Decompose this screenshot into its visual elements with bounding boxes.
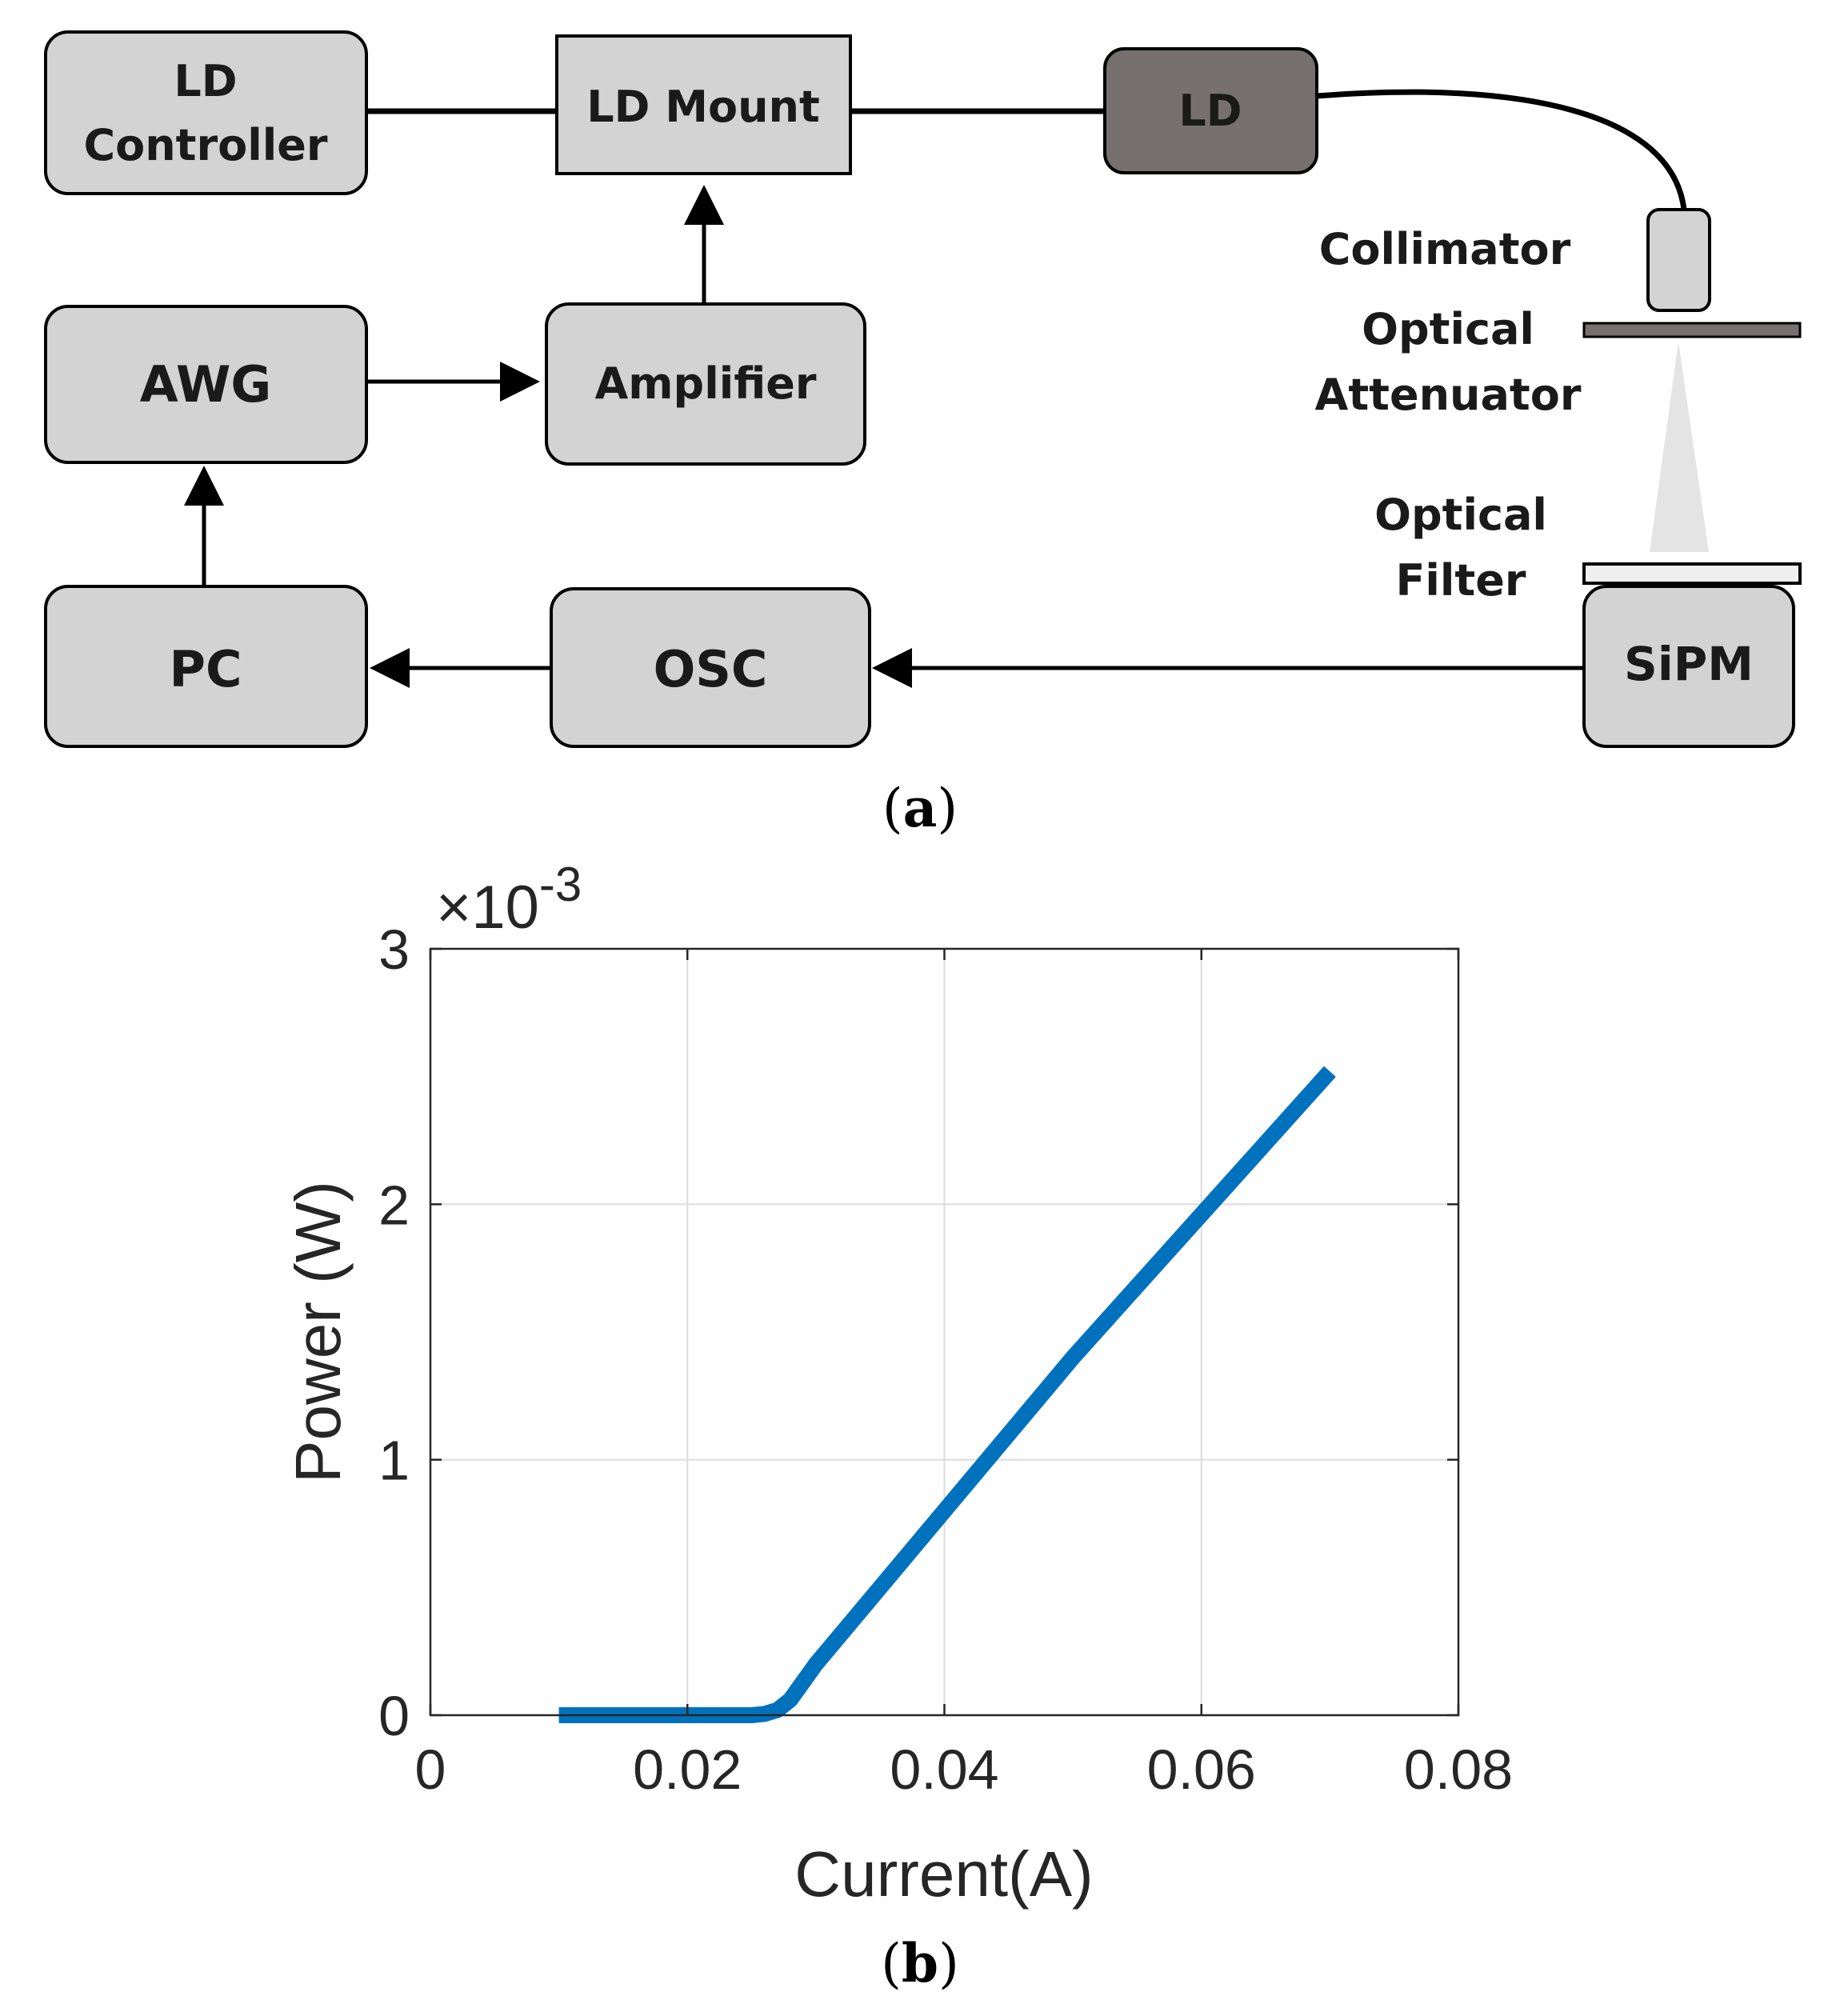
x-tick-label: 0.08 xyxy=(1404,1738,1513,1801)
caption-a: (a) xyxy=(882,777,958,839)
pc-box: PC xyxy=(44,585,368,748)
osc-box: OSC xyxy=(550,587,871,748)
x-tick-label: 0.04 xyxy=(890,1738,998,1801)
sipm-label: SiPM xyxy=(1624,637,1754,691)
tick-labels: 0 0.02 0.04 0.06 0.08 0 1 2 3 xyxy=(378,918,1513,1801)
ld-controller-label-line2: Controller xyxy=(84,120,328,170)
optical-filter-label-line1: Optical xyxy=(1374,490,1547,540)
ld-mount-box: LD Mount xyxy=(555,34,852,175)
ld-mount-label: LD Mount xyxy=(586,82,820,132)
sipm-box: SiPM xyxy=(1582,585,1795,748)
panel-a-diagram: LD Controller LD Mount LD Collimator Opt… xyxy=(44,30,1802,839)
y-tick-label: 0 xyxy=(378,1685,410,1747)
collimator-shape xyxy=(1646,208,1711,312)
collimator-label: Collimator xyxy=(1319,224,1571,274)
optical-filter-shape xyxy=(1582,562,1802,585)
y-exponent-label: ×10-3 xyxy=(436,858,582,942)
amplifier-box: Amplifier xyxy=(545,302,866,466)
awg-box: AWG xyxy=(44,305,368,464)
awg-label: AWG xyxy=(140,355,271,414)
ld-controller-label-line1: LD xyxy=(174,56,237,106)
grid xyxy=(430,949,1458,1715)
ticks xyxy=(429,947,1460,1717)
y-tick-label: 3 xyxy=(378,918,410,981)
x-tick-label: 0.02 xyxy=(633,1738,742,1801)
x-axis-label: Current(A) xyxy=(794,1838,1093,1910)
x-tick-label: 0.06 xyxy=(1147,1738,1256,1801)
pc-label: PC xyxy=(170,640,242,698)
amplifier-label: Amplifier xyxy=(594,358,816,409)
ld-box: LD xyxy=(1103,47,1318,174)
optical-attenuator-label-line2: Attenuator xyxy=(1315,370,1582,420)
y-tick-label: 1 xyxy=(378,1430,410,1492)
x-tick-label: 0 xyxy=(415,1738,446,1801)
optical-attenuator-label-line1: Optical xyxy=(1362,304,1534,354)
y-axis-label: Power (W) xyxy=(282,1181,354,1483)
optical-filter-label-line2: Filter xyxy=(1396,555,1526,606)
caption-b: (b) xyxy=(881,1932,959,1994)
light-beam xyxy=(1650,342,1709,552)
y-tick-label: 2 xyxy=(378,1174,410,1236)
osc-label: OSC xyxy=(654,640,768,698)
fiber-cable xyxy=(1316,89,1687,210)
ld-controller-box: LD Controller xyxy=(44,30,368,195)
optical-attenuator-shape xyxy=(1582,322,1802,338)
panel-b-chart: 0 0.02 0.04 0.06 0.08 0 1 2 3 ×10-3 Current(A) P… xyxy=(282,858,1513,1994)
ld-label: LD xyxy=(1178,86,1242,136)
